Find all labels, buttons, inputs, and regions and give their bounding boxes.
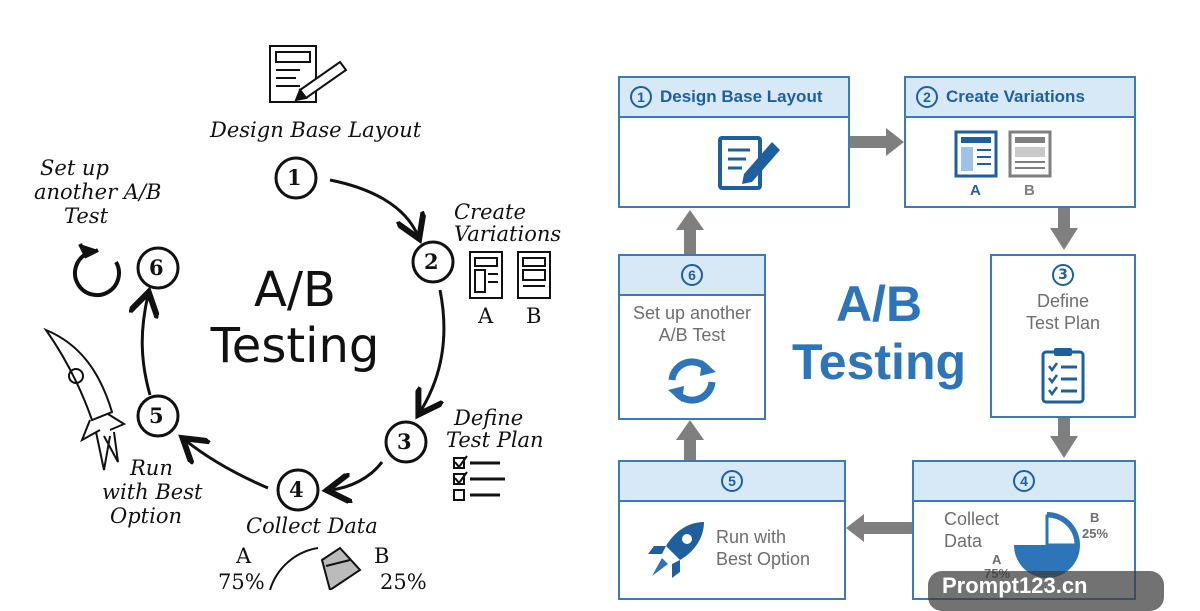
flow-step-6-label-line2: A/B Test — [658, 325, 726, 345]
flow-diagram-panel: 1 Design Base Layout 2 Create Variations — [600, 0, 1200, 600]
sketch-arrow-3-4 — [330, 461, 384, 490]
flow-step-1-box: 1 Design Base Layout — [618, 76, 850, 208]
sketch-layout-pencil-icon — [269, 45, 348, 103]
sketch-step-4-label: Collect Data — [246, 514, 378, 538]
sketch-step-6-label-line1: Set up — [40, 156, 109, 180]
document-pencil-icon — [718, 136, 780, 190]
flow-step-6-number: 6 — [681, 264, 703, 286]
sketch-arrow-4-5 — [185, 440, 269, 490]
flow-step-6-label-line1: Set up another — [632, 303, 752, 323]
sketch-step-3-label-line1: Define — [454, 406, 524, 430]
flow-step-5-label-line1: Run with — [716, 527, 787, 547]
pie-a-label: A — [992, 552, 1002, 567]
sketch-arrow-1-2 — [329, 178, 418, 236]
flow-arrow-4-5 — [846, 514, 912, 542]
flow-step-1-number: 1 — [630, 86, 652, 108]
sketch-title-line1: A/B — [254, 262, 336, 318]
sketch-step-5-label-line1: Run — [130, 456, 173, 480]
flow-step-2-label: Create Variations — [946, 87, 1085, 106]
flow-title-line2: Testing — [791, 334, 967, 390]
flow-step-3-number-wrap: 3 — [992, 264, 1134, 286]
sketch-drawing — [43, 45, 551, 590]
sketch-step-4-number: 4 — [289, 477, 304, 502]
sketch-step-5-label-line2: with Best — [102, 480, 203, 504]
flow-step-2-header: 2 Create Variations — [906, 78, 1134, 118]
flow-arrow-5-6 — [676, 420, 704, 460]
sketch-step-3-number: 3 — [397, 429, 412, 454]
variation-b-label: B — [1024, 182, 1035, 199]
sketch-step-circles — [136, 156, 455, 512]
refresh-cycle-icon — [668, 358, 716, 404]
flow-step-4-header: 4 — [914, 462, 1134, 502]
flow-arrow-3-4 — [1050, 418, 1078, 458]
flow-title-line1: A/B — [835, 276, 923, 332]
sketch-rocket-icon — [43, 327, 127, 471]
sketch-step-1-number: 1 — [287, 165, 302, 190]
sketch-step-1-label: Design Base Layout — [210, 118, 422, 142]
flow-step-5-header: 5 — [620, 462, 844, 502]
flow-step-3-label-line1: Define — [1036, 291, 1090, 311]
sketch-variations-icon — [469, 251, 551, 299]
sketch-pie-b-percent: 25% — [380, 570, 427, 594]
flow-step-3-number: 3 — [1052, 264, 1074, 286]
flow-step-4-label-line2: Data — [944, 531, 983, 551]
sketch-step-2-number: 2 — [424, 249, 439, 274]
sketch-arrow-2-3 — [420, 289, 446, 412]
sketch-pie-a-label: A — [236, 544, 252, 568]
flow-arrow-2-3 — [1050, 208, 1078, 250]
flow-step-3-label-line2: Test Plan — [1025, 313, 1101, 333]
rocket-icon — [648, 522, 704, 578]
sketch-title-line2: Testing — [210, 318, 380, 374]
sketch-checklist-icon — [453, 455, 505, 501]
sketch-step-6-label-line2: another A/B — [34, 180, 162, 204]
pie-b-label: B — [1090, 510, 1100, 525]
flow-step-4-number: 4 — [1013, 470, 1035, 492]
sketch-variation-a-label: A — [478, 304, 494, 328]
flow-step-1-header: 1 Design Base Layout — [620, 78, 848, 118]
sketch-cycle-panel: 1 2 3 4 5 6 Design Base Layout Create Va… — [0, 0, 600, 594]
sketch-pie-icon — [269, 546, 362, 590]
flow-step-2-number: 2 — [916, 86, 938, 108]
flow-step-4-label-line1: Collect — [944, 509, 1000, 529]
sketch-pie-b-label: B — [374, 544, 390, 568]
sketch-step-6-label-line3: Test — [64, 204, 109, 228]
sketch-step-2-label-line1: Create — [454, 200, 526, 224]
clipboard-checklist-icon — [1041, 348, 1085, 404]
sketch-step-3-label-line2: Test Plan — [446, 428, 544, 452]
sketch-variation-b-label: B — [526, 304, 542, 328]
sketch-step-2-label-line2: Variations — [454, 222, 562, 246]
flow-step-2-box: 2 Create Variations A B — [904, 76, 1136, 208]
watermark-badge: Prompt123.cn — [928, 571, 1164, 611]
sketch-refresh-icon — [72, 243, 121, 298]
flow-arrow-1-2 — [850, 128, 904, 156]
flow-step-6-box: 6 Set up another A/B Test — [618, 254, 766, 420]
flow-step-6-header: 6 — [620, 256, 764, 296]
pie-chart-icon — [1014, 512, 1080, 578]
sketch-step-5-number: 5 — [149, 403, 164, 428]
flow-arrow-6-1 — [676, 210, 704, 254]
flow-step-5-box: 5 Run with Best Option — [618, 460, 846, 600]
sketch-step-6-number: 6 — [149, 255, 164, 280]
flow-step-5-label-line2: Best Option — [716, 549, 811, 569]
flow-step-1-label: Design Base Layout — [660, 87, 823, 106]
flow-arrows — [676, 128, 1078, 542]
sketch-arrow-5-6 — [142, 295, 150, 396]
flow-step-3-box: 3 Define Test Plan — [990, 254, 1136, 418]
pie-b-percent: 25% — [1082, 526, 1109, 541]
layout-variations-icon — [954, 130, 1052, 178]
variation-a-label: A — [970, 182, 981, 199]
sketch-step-5-label-line3: Option — [110, 504, 182, 528]
sketch-pie-a-percent: 75% — [218, 570, 265, 594]
flow-step-5-number: 5 — [721, 470, 743, 492]
